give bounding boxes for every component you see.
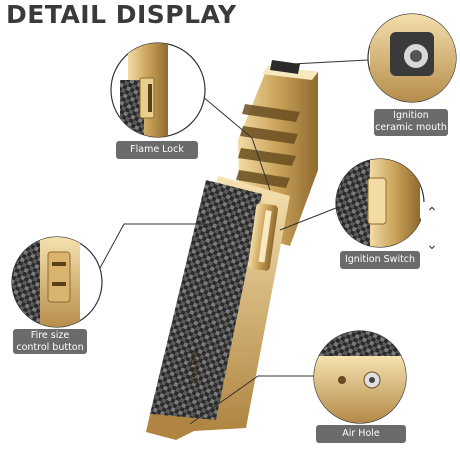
chevron-up-icon[interactable]: ⌃ — [421, 202, 443, 224]
chevron-down-icon[interactable]: ⌄ — [421, 234, 443, 256]
fire-size-label-line2: control button — [16, 342, 84, 353]
page-title: DETAIL DISPLAY — [6, 0, 237, 29]
ignition-mouth-label-line2: ceramic mouth — [375, 122, 447, 133]
ignition-switch-label: Ignition Switch — [340, 251, 420, 269]
fire-size-label: Fire size control button — [13, 329, 87, 354]
brand-engraving: JOBON — [190, 349, 202, 385]
air-hole-label: Air Hole — [316, 425, 406, 443]
ignition-mouth-detail — [367, 13, 457, 103]
flame-lock-label: Flame Lock — [116, 141, 198, 159]
ignition-mouth-label-line1: Ignition — [393, 110, 429, 121]
fire-size-label-line1: Fire size — [30, 330, 70, 341]
air-hole-detail — [313, 330, 407, 424]
lighter-body — [146, 60, 318, 440]
ignition-mouth-label: Ignition ceramic mouth — [374, 109, 448, 136]
ignition-switch-detail — [335, 158, 425, 248]
callout-lines — [99, 59, 369, 425]
fire-size-detail — [11, 236, 103, 328]
flame-lock-detail — [110, 42, 206, 138]
